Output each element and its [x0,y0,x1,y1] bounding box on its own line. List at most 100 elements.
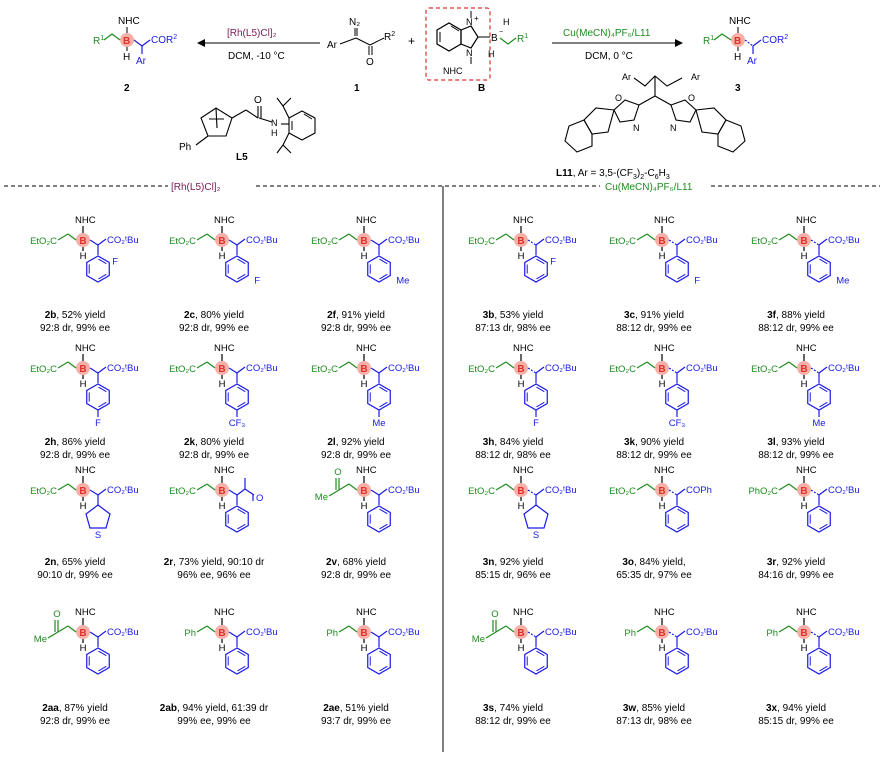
ketone-o-label: O [491,609,498,620]
acyl-right-label: CO₂ᵗBu [107,235,139,246]
thiophene-ring [85,504,111,529]
boron-atom: B [517,486,524,497]
boron-atom: B [658,628,665,639]
borane-r1-label: R1 [517,33,528,45]
ester-left-label: EtO₂C [30,486,57,497]
selectivity-line: 65:35 dr, 97% ee [616,570,692,581]
compound-2-label: 2 [124,83,130,94]
selectivity-line: 88:12 dr, 99% ee [616,450,692,461]
nhc-label: NHC [356,607,377,618]
boron-atom: B [218,364,225,375]
nhc-label: NHC [214,215,235,226]
hydrogen-label: H [219,379,226,390]
svg-text:H: H [503,17,510,27]
nhc-label: NHC [513,607,534,618]
boron-atom: B [517,364,524,375]
selectivity-line: 90:10 dr, 99% ee [37,570,113,581]
selectivity-line: 88:12 dr, 99% ee [475,716,551,727]
hydrogen-label: H [659,501,666,512]
hydrogen-label: H [801,379,808,390]
selectivity-line: 96% ee, 96% ee [177,570,251,581]
selectivity-line: 92:8 dr, 99% ee [321,323,391,334]
acyl-right-label: CO₂ᵗBu [388,363,420,374]
boron-highlight [797,625,811,639]
compound-1-label: 1 [354,83,360,94]
ester-left-label: EtO₂C [311,236,338,247]
nhc-label: NHC [654,465,675,476]
fluoro-label: F [550,257,556,268]
nhc-label: NHC [654,607,675,618]
ester-left-label: EtO₂C [609,364,636,375]
hydrogen-label: H [80,379,87,390]
yield-line: 2k, 80% yield [184,437,244,448]
nhc-label: NHC [214,343,235,354]
yield-line: 3x, 94% yield [766,703,826,714]
acyl-right-label: CO₂ᵗBu [107,363,139,374]
nhc-label: NHC [513,215,534,226]
yield-line: 2v, 68% yield [326,557,386,568]
boron-atom: B [123,36,130,47]
svg-text:R1: R1 [703,35,714,47]
hydrogen-label: H [361,379,368,390]
boron-atom: B [517,628,524,639]
boron-atom: B [800,236,807,247]
nhc-label: NHC [796,343,817,354]
nhc-borane-B: N N + NHC B − H H R1 B [425,7,528,94]
acyl-right-label: CO₂ᵗBu [388,627,420,638]
selectivity-line: 88:12 dr, 99% ee [616,323,692,334]
boron-atom: B [658,364,665,375]
boron-highlight [215,361,229,375]
boron-atom: B [79,364,86,375]
nhc-label: NHC [796,607,817,618]
yield-line: 3o, 84% yield, [622,557,685,568]
nhc-label: NHC [356,465,377,476]
acyl-right-label: COPh [686,485,712,496]
boron-atom: B [360,486,367,497]
right-conditions-label: DCM, 0 °C [585,51,633,62]
acyl-right-label: CO₂ᵗBu [107,485,139,496]
acyl-right-label: CO₂ᵗBu [828,235,860,246]
acyl-right-label: CO₂ᵗBu [686,235,718,246]
hydrogen-label: H [219,643,226,654]
yield-line: 3c, 91% yield [624,310,684,321]
boron-atom: B [360,628,367,639]
selectivity-line: 92:8 dr, 99% ee [40,323,110,334]
trifluoromethyl-label: CF₃ [229,418,246,429]
yield-line: 3b, 53% yield [483,310,544,321]
boron-highlight [797,361,811,375]
boron-atom: B [79,486,86,497]
hydrogen-label: H [80,251,87,262]
acyl-right-label: CO₂ᵗBu [246,235,278,246]
phenyl-left-label: Ph [766,628,778,639]
acyl-right-label: CO₂ᵗBu [545,627,577,638]
methyl-label: Me [315,492,328,503]
ester-left-label: EtO₂C [30,236,57,247]
svg-text:Ar: Ar [747,56,758,67]
right-catalyst-label: Cu(MeCN)₄PF₆/L11 [563,28,651,39]
nhc-label: NHC [513,465,534,476]
hydrogen-label: H [518,251,525,262]
fluoro-label: F [254,276,260,287]
nhc-label: NHC [214,607,235,618]
acyl-right-label: CO₂ᵗBu [828,485,860,496]
boron-highlight [514,361,528,375]
svg-text:Ar: Ar [691,72,700,82]
